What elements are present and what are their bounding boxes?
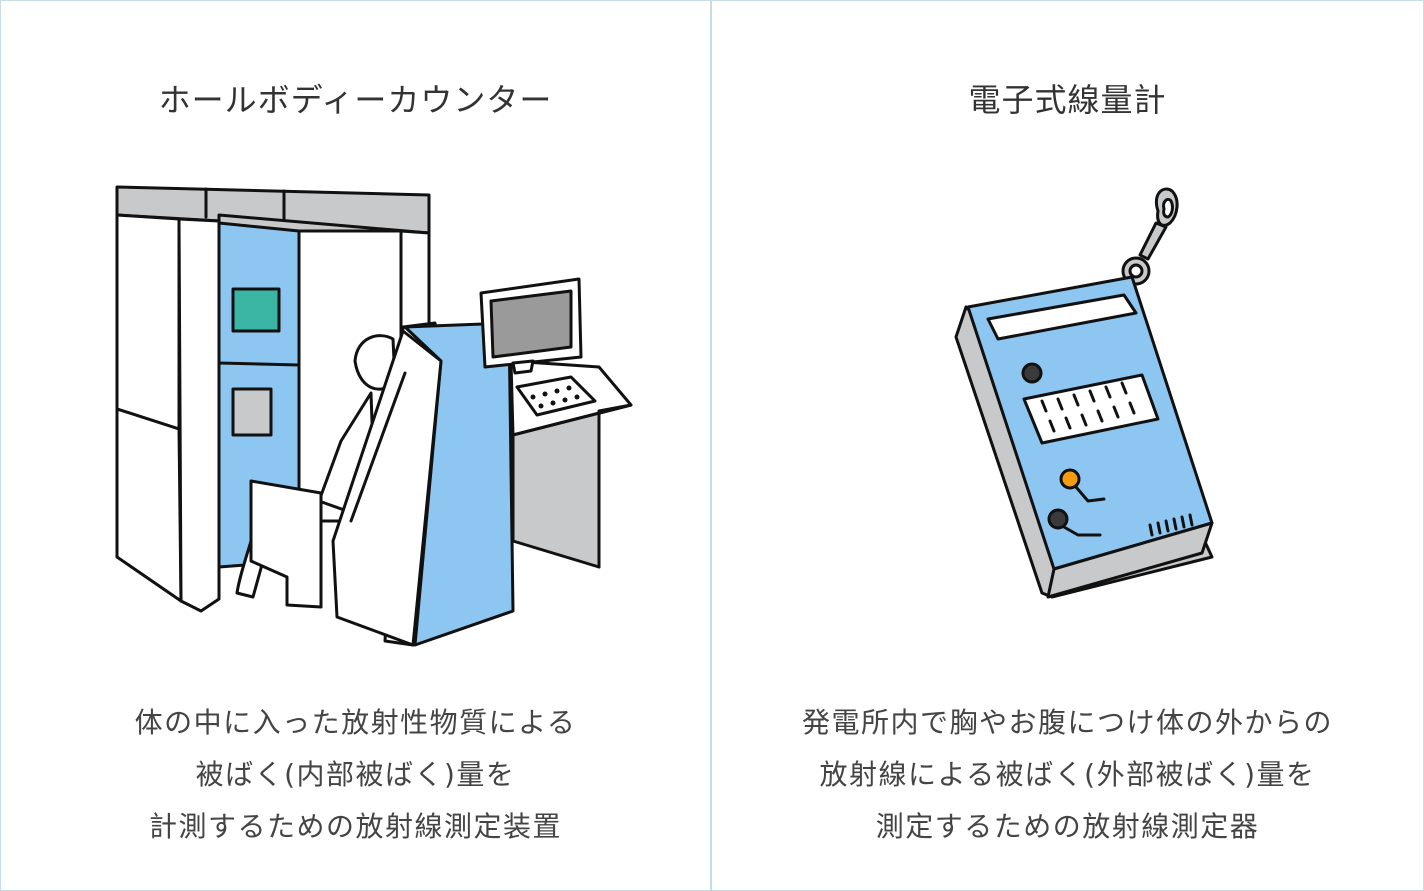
description-line: 測定するための放射線測定器 (875, 810, 1260, 843)
electronic-dosimeter-description: 発電所内で胸やお腹につけ体の外からの 放射線による被ばく(外部被ばく)量を 測定… (712, 697, 1423, 853)
whole-body-counter-icon (115, 185, 633, 647)
electronic-dosimeter-title: 電子式線量計 (968, 81, 1167, 119)
description-line: 被ばく(内部被ばく)量を (195, 758, 516, 791)
description-line: 発電所内で胸やお腹につけ体の外からの (801, 706, 1333, 739)
electronic-dosimeter-icon (954, 187, 1214, 599)
whole-body-counter-panel: ホールボディーカウンター (1, 1, 712, 890)
electronic-dosimeter-panel: 電子式線量計 (712, 1, 1423, 890)
description-line: 計測するための放射線測定装置 (148, 810, 562, 843)
whole-body-counter-title: ホールボディーカウンター (158, 81, 553, 119)
description-line: 体の中に入った放射性物質による (134, 706, 577, 739)
description-line: 放射線による被ばく(外部被ばく)量を (819, 758, 1316, 791)
whole-body-counter-description: 体の中に入った放射性物質による 被ばく(内部被ばく)量を 計測するための放射線測… (1, 697, 710, 853)
